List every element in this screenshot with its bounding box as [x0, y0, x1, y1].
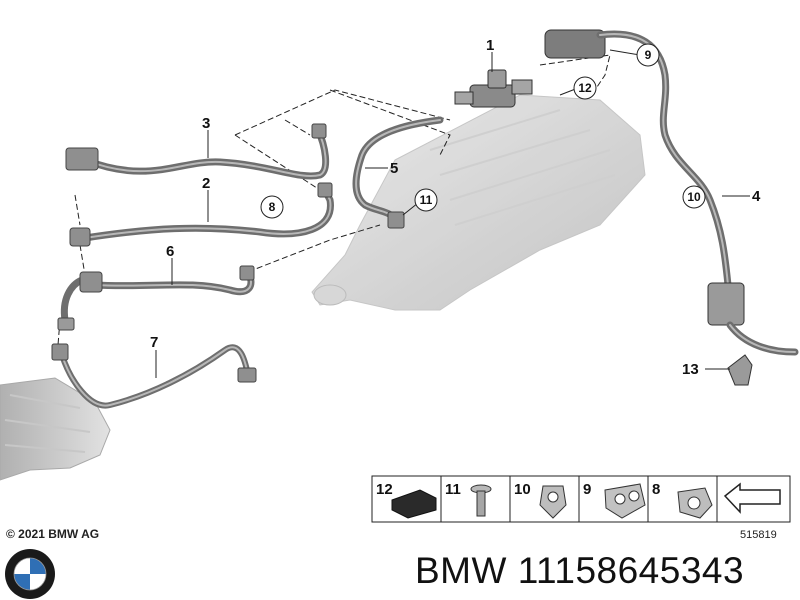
hose-2 [69, 182, 334, 247]
callout-13: 13 [682, 361, 699, 378]
copyright-text: © 2021 BMW AG [6, 527, 100, 541]
callout-2: 2 [202, 175, 210, 192]
circled-callout-9: 9 [645, 48, 652, 62]
circled-callouts: 8 9 10 11 12 [260, 43, 706, 219]
diagram-reference-number: 515819 [740, 529, 777, 541]
legend-label-12: 12 [376, 481, 393, 498]
assembly-dashed-lines [57, 54, 611, 346]
small-parts-legend: 12 11 10 9 8 [371, 475, 791, 523]
callout-4: 4 [752, 188, 761, 205]
turbocharger [0, 377, 111, 481]
callout-6: 6 [166, 243, 174, 260]
callout-1: 1 [486, 37, 494, 54]
hose-clamp-icon [677, 487, 713, 519]
arrow-icon [723, 482, 781, 514]
bolt-icon [470, 484, 492, 517]
hose-6 [57, 265, 255, 331]
callout-5: 5 [390, 160, 398, 177]
intake-manifold [311, 94, 646, 311]
legend-label-11: 11 [445, 481, 461, 498]
double-clip-icon [604, 483, 646, 519]
hose-7 [51, 343, 257, 409]
callout-numbers: 1 2 3 4 5 6 7 13 [150, 37, 761, 378]
legend-label-10: 10 [514, 481, 531, 498]
bracket-part-13 [727, 354, 753, 386]
callout-7: 7 [150, 334, 158, 351]
circled-callout-10: 10 [687, 190, 701, 204]
callout-leaders [155, 49, 750, 378]
rubber-pad-icon [391, 489, 437, 519]
part-number: BMW 11158645343 [415, 550, 745, 591]
hose-4 [544, 29, 799, 356]
callout-3: 3 [202, 115, 210, 132]
legend-label-9: 9 [583, 481, 591, 498]
circled-callout-12: 12 [578, 81, 592, 95]
circled-callout-11: 11 [420, 193, 433, 207]
bmw-roundel-icon [5, 549, 55, 599]
clip-icon [539, 485, 567, 519]
circled-callout-8: 8 [269, 200, 276, 214]
valve-part-1 [454, 69, 533, 108]
hose-3 [65, 123, 330, 180]
hose-5 [352, 116, 444, 229]
legend-label-8: 8 [652, 481, 660, 498]
